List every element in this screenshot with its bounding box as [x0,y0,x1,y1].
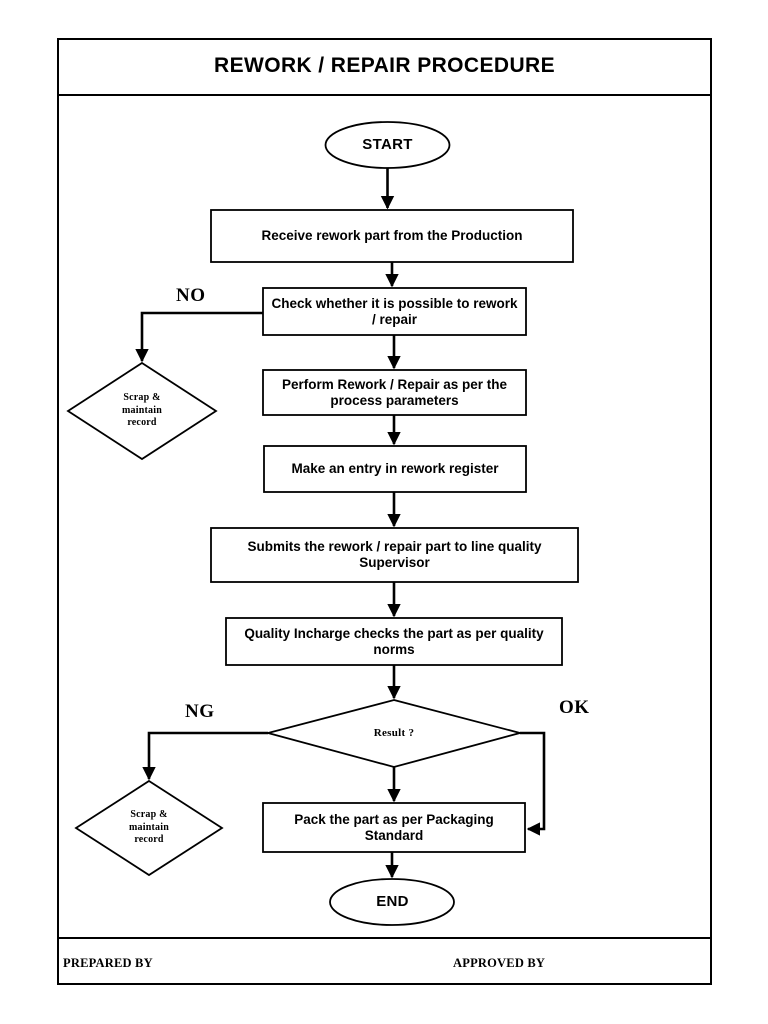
node-perform-label: Perform Rework / Repair as per the proce… [281,376,508,408]
page-title: REWORK / REPAIR PROCEDURE [214,54,555,77]
branch-label-no: NO [176,285,206,306]
signature-band: PREPARED BY APPROVED BY [57,937,712,985]
node-entry-label: Make an entry in rework register [291,461,499,477]
node-start-label: START [362,136,413,154]
approved-by-label: APPROVED BY [453,956,546,970]
node-inspect-label: Quality Incharge checks the part as per … [244,625,544,657]
node-submit-label: Submits the rework / repair part to line… [247,539,542,570]
node-scrap2-label: Scrap & maintain record [129,809,169,846]
node-check-label: Check whether it is possible to rework /… [271,295,518,327]
node-pack-label: Pack the part as per Packaging Standard [294,811,494,843]
node-receive-label: Receive rework part from the Production [261,228,523,244]
title-band: REWORK / REPAIR PROCEDURE [57,38,712,96]
node-end-label: END [376,893,409,911]
branch-label-ng: NG [185,701,215,722]
prepared-by-label: PREPARED BY [63,956,153,970]
node-result-label: Result ? [373,726,415,739]
node-scrap1-label: Scrap & maintain record [122,392,162,429]
branch-label-ok: OK [559,697,590,718]
